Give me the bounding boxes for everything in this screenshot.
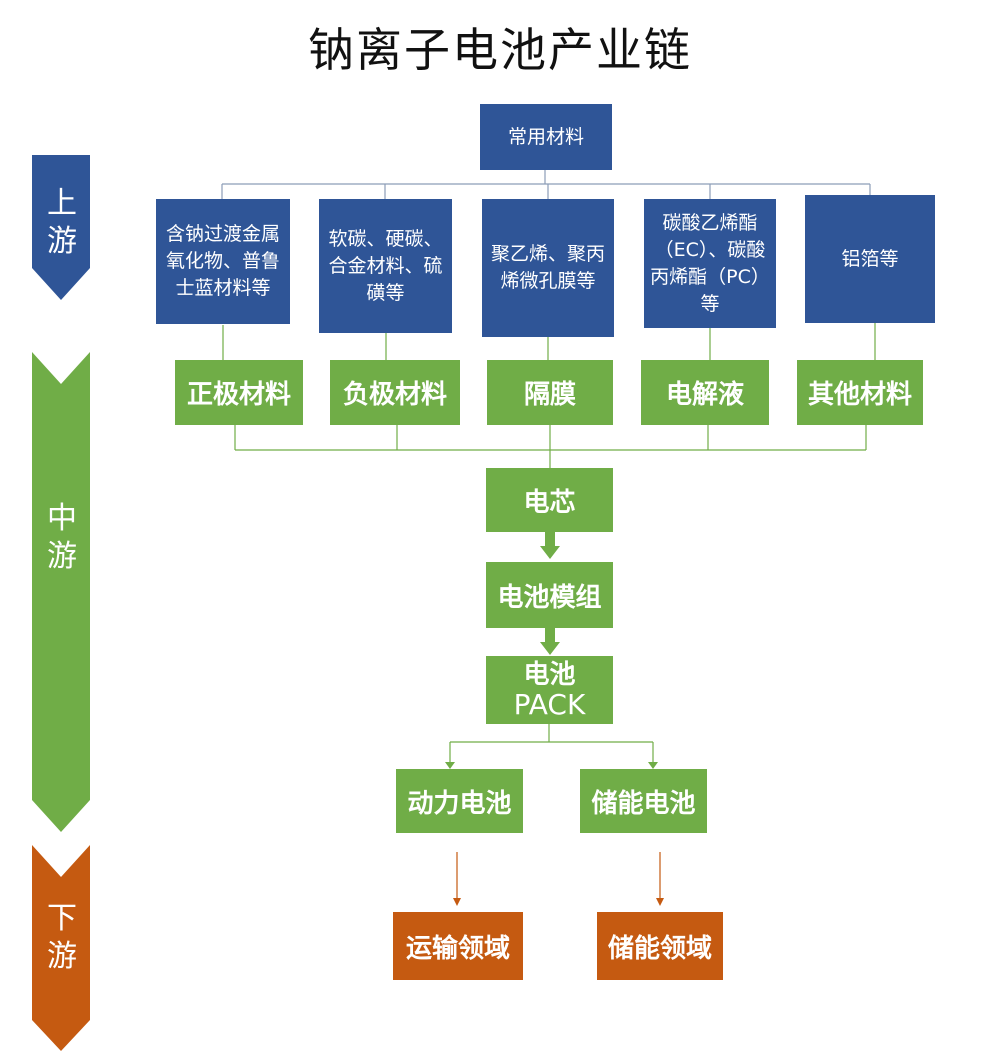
common-materials-label: 常用材料 — [507, 125, 584, 148]
module-label: 电池模组 — [497, 582, 602, 613]
common-materials-box: 常用材料 — [480, 104, 612, 170]
material-detail-box: 软碳、硬碳、合金材料、硫磺等 — [319, 199, 452, 333]
material-detail-box: 含钠过渡金属氧化物、普鲁士蓝材料等 — [156, 199, 290, 324]
page-title: 钠离子电池产业链 — [308, 23, 692, 77]
storage-field-box: 储能领域 — [597, 912, 723, 980]
material-category-label: 电解液 — [665, 380, 744, 410]
downstream-stage-arrow — [32, 845, 90, 1051]
downstream-stage-label: 下游 — [47, 901, 77, 974]
material-detail-text: 含钠过渡金属氧化物、普鲁士蓝材料等 — [165, 223, 280, 299]
material-detail-text: 碳酸乙烯酯（EC）、碳酸丙烯酯（PC）等 — [650, 211, 770, 315]
storage-battery-box: 储能电池 — [580, 769, 707, 833]
midstream-stage-label: 中游 — [47, 501, 77, 574]
midstream-stage-arrow — [32, 352, 90, 832]
cell-box: 电芯 — [486, 468, 613, 532]
power-battery-label: 动力电池 — [407, 788, 512, 819]
storage-field-label: 储能领域 — [607, 933, 712, 964]
material-detail-box: 聚乙烯、聚丙烯微孔膜等 — [482, 199, 614, 337]
material-category-box: 其他材料 — [797, 360, 923, 425]
pack-box: 电池 PACK — [486, 656, 613, 724]
material-detail-text: 铝箔等 — [841, 247, 899, 270]
storage-battery-label: 储能电池 — [591, 788, 696, 819]
power-battery-box: 动力电池 — [396, 769, 523, 833]
cell-label: 电芯 — [523, 487, 576, 518]
material-detail-text: 软碳、硬碳、合金材料、硫磺等 — [328, 227, 443, 304]
material-category-box: 隔膜 — [487, 360, 613, 425]
module-box: 电池模组 — [486, 562, 613, 628]
transport-field-label: 运输领域 — [405, 933, 510, 964]
upstream-stage-label: 上游 — [47, 186, 77, 259]
material-category-label: 负极材料 — [342, 380, 447, 410]
material-category-label: 其他材料 — [807, 380, 912, 410]
pack-label-line2: PACK — [513, 688, 586, 721]
material-detail-box: 碳酸乙烯酯（EC）、碳酸丙烯酯（PC）等 — [644, 199, 776, 328]
material-category-label: 正极材料 — [186, 380, 291, 410]
material-detail-box: 铝箔等 — [805, 195, 935, 323]
material-category-label: 隔膜 — [523, 380, 576, 410]
transport-field-box: 运输领域 — [393, 912, 523, 980]
material-detail-text: 聚乙烯、聚丙烯微孔膜等 — [490, 243, 605, 292]
material-category-box: 电解液 — [641, 360, 769, 425]
pack-label-line1: 电池 — [523, 660, 576, 690]
material-category-box: 正极材料 — [175, 360, 303, 425]
material-category-box: 负极材料 — [330, 360, 460, 425]
upstream-stage-arrow — [32, 155, 90, 300]
